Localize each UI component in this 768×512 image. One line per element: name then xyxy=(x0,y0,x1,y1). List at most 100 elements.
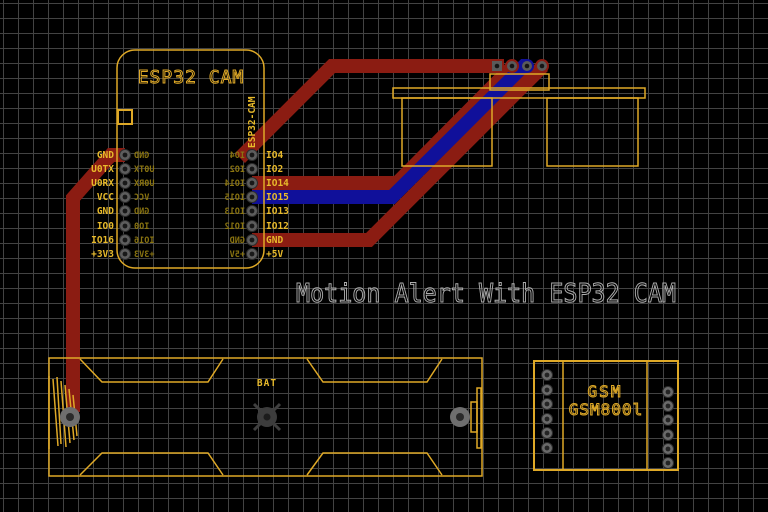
mirror-label: IO4 xyxy=(230,151,245,161)
gsm-pads[interactable] xyxy=(541,369,674,469)
mirror-label: IO15 xyxy=(225,193,245,203)
pad-hole xyxy=(665,417,671,423)
pad-hole xyxy=(249,166,255,172)
pin-label-io14: IO14 xyxy=(266,178,289,189)
pad-hole xyxy=(665,403,671,409)
pad-hole xyxy=(66,413,74,421)
sensor-connector-pads[interactable] xyxy=(490,59,549,73)
pin-label-5v: +5V xyxy=(266,249,283,260)
trace-gnd-to-battery[interactable] xyxy=(66,148,125,412)
pad-hole xyxy=(122,152,128,158)
gsm-module-footprint[interactable]: GSM GSM800l xyxy=(533,360,679,471)
pad-hole xyxy=(122,194,128,200)
pad-hole xyxy=(122,251,128,257)
mirror-label: IO14 xyxy=(225,179,245,189)
mirror-label: VCC xyxy=(134,193,149,203)
pad-hole xyxy=(249,180,255,186)
battery-pads[interactable] xyxy=(60,402,470,432)
mirror-label: +3V3 xyxy=(134,250,154,260)
sensor-bar-outline xyxy=(392,87,646,99)
pin-label-io2: IO2 xyxy=(266,164,283,175)
pin-label-io4: IO4 xyxy=(266,150,283,161)
pad-hole xyxy=(122,208,128,214)
esp32-left-pads[interactable] xyxy=(119,149,131,260)
pad-hole xyxy=(249,237,255,243)
pin-label-u0rx: U0RX xyxy=(91,178,114,189)
esp32-left-pin-labels: GND U0TX U0RX VCC GND IO0 IO16 +3V3 xyxy=(91,150,114,260)
esp32-pin1-square-marker xyxy=(117,109,133,125)
pad-hole xyxy=(665,446,671,452)
mirror-label: IO0 xyxy=(134,222,149,232)
pin-label-u0tx: U0TX xyxy=(91,164,114,175)
battery-trapezoid-bottom-right xyxy=(306,452,443,476)
mirror-label: IO13 xyxy=(225,207,245,217)
esp32-right-pin-labels: IO4 IO2 IO14 IO15 IO13 IO12 GND +5V xyxy=(266,150,289,260)
pad-hole xyxy=(544,387,550,393)
pin-label-gnd3: GND xyxy=(266,235,283,246)
trace-io4-to-sensor[interactable] xyxy=(235,59,497,163)
mirror-label: IO2 xyxy=(230,165,245,175)
pin-label-io0: IO0 xyxy=(97,221,114,232)
pad-hole xyxy=(494,63,500,69)
pad-hole xyxy=(509,63,515,69)
pad-hole xyxy=(665,460,671,466)
pin-label-gnd: GND xyxy=(97,150,114,161)
gsm-body-outline[interactable] xyxy=(533,360,679,471)
esp32-right-pads[interactable] xyxy=(246,149,258,260)
gsm-label-line1: GSM xyxy=(588,382,623,401)
pad-hole xyxy=(249,208,255,214)
pir-sensor-footprint[interactable] xyxy=(392,73,646,167)
battery-positive-plate-short xyxy=(470,401,478,433)
esp32-right-mirror-labels: IO4 IO2 IO14 IO15 IO13 IO12 GND +5V xyxy=(225,151,245,260)
pad-hole xyxy=(544,372,550,378)
pad-hole xyxy=(544,401,550,407)
pad-hole xyxy=(665,389,671,395)
esp32-cam-footprint[interactable]: ESP32 CAM ESP32-CAM xyxy=(116,49,265,269)
gsm-label-line2: GSM800l xyxy=(569,400,643,419)
sensor-header-outline xyxy=(489,73,550,91)
pin-label-io12: IO12 xyxy=(266,221,289,232)
sensor-right-box-outline xyxy=(546,97,639,167)
pad-hole xyxy=(249,194,255,200)
pin-label-io16: IO16 xyxy=(91,235,114,246)
pad-hole xyxy=(665,432,671,438)
pad-hole xyxy=(122,166,128,172)
board-title[interactable]: Motion Alert With ESP32 CAM xyxy=(296,279,677,310)
pad-hole xyxy=(544,430,550,436)
esp32-name-label: ESP32 CAM xyxy=(138,67,245,88)
pin-label-vcc: VCC xyxy=(97,192,114,203)
pin-label-gnd2: GND xyxy=(97,206,114,217)
mirror-label: GND xyxy=(134,151,149,161)
pad-hole xyxy=(249,223,255,229)
esp32-left-mirror-labels: GND U0TX U0RX VCC GND IO0 IO16 +3V3 xyxy=(134,151,154,260)
mirror-label: GND xyxy=(230,236,245,246)
battery-trapezoid-top-left xyxy=(79,358,224,383)
esp32-body-outline[interactable] xyxy=(116,49,265,269)
pad-hole xyxy=(539,63,545,69)
mirror-label: IO12 xyxy=(225,222,245,232)
battery-trapezoid-top-right xyxy=(306,358,443,383)
esp32-vertical-label: ESP32-CAM xyxy=(247,96,258,148)
pad-hole xyxy=(544,416,550,422)
mirror-label: IO16 xyxy=(134,236,154,246)
battery-trapezoid-bottom-left xyxy=(79,452,224,476)
battery-label: BAT xyxy=(257,378,277,389)
mirror-label: GND xyxy=(134,207,149,217)
pad-hole xyxy=(249,251,255,257)
mirror-label: +5V xyxy=(230,250,245,260)
pad-hole xyxy=(524,63,530,69)
pin-label-3v3: +3V3 xyxy=(91,249,114,260)
trace-gnd-to-sensor[interactable] xyxy=(252,61,548,247)
pin-label-io13: IO13 xyxy=(266,206,289,217)
pin-label-io15: IO15 xyxy=(266,192,289,203)
mirror-label: U0TX xyxy=(134,165,154,175)
pad-hole xyxy=(122,223,128,229)
sensor-left-box-outline xyxy=(401,97,493,167)
pad-hole xyxy=(456,413,464,421)
mirror-label: U0RX xyxy=(134,179,154,189)
pad-hole xyxy=(122,237,128,243)
pad-hole xyxy=(544,445,550,451)
battery-center-mount xyxy=(252,402,282,432)
pad-hole xyxy=(122,180,128,186)
